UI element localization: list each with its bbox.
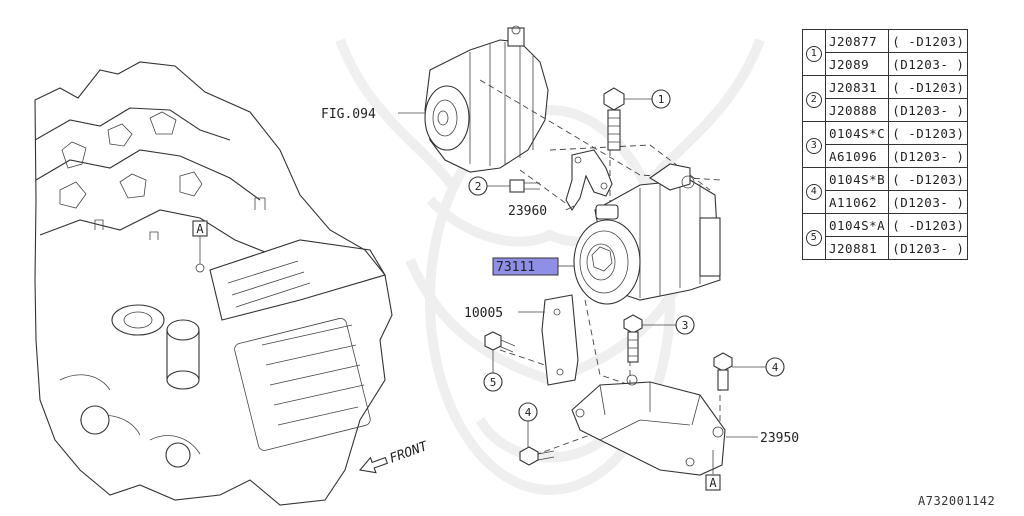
svg-text:23960: 23960	[508, 204, 547, 219]
bolt-4-lower: 4	[518, 402, 555, 466]
svg-text:4: 4	[772, 361, 779, 374]
part-number-cell: 0104S*A	[824, 213, 890, 237]
svg-text:3: 3	[682, 319, 689, 332]
svg-text:FIG.094: FIG.094	[321, 107, 376, 122]
part-number-cell: 0104S*C	[824, 121, 890, 145]
bolt-3: 3	[623, 314, 695, 363]
index-number-badge: 4	[806, 183, 822, 200]
parts-table-row: J20888(D1203- )	[803, 98, 969, 122]
bolt-4-right: 4	[713, 352, 785, 391]
applicability-range-cell: ( -D1203)	[888, 167, 969, 191]
svg-text:4: 4	[525, 406, 532, 419]
parts-table-row: J2089(D1203- )	[803, 52, 969, 76]
svg-text:A: A	[709, 476, 717, 490]
part-number-cell: J20831	[824, 75, 890, 99]
part-number-cell: J20888	[824, 98, 890, 122]
applicability-range-cell: (D1203- )	[888, 52, 969, 76]
part-number-cell: A61096	[824, 144, 890, 168]
applicability-range-cell: ( -D1203)	[888, 75, 969, 99]
part-number-cell: J2089	[824, 52, 890, 76]
front-arrow: FRONT	[358, 439, 431, 474]
applicability-range-cell: ( -D1203)	[888, 29, 969, 53]
callout-73111: 73111	[492, 257, 574, 276]
parts-table-row: A11062(D1203- )	[803, 190, 969, 214]
index-number-badge: 5	[806, 229, 822, 246]
ac-compressor	[573, 163, 721, 305]
applicability-range-cell: ( -D1203)	[888, 213, 969, 237]
parts-table-index-cell: 3	[802, 121, 826, 168]
parts-table-row: A61096(D1203- )	[803, 144, 969, 168]
parts-table-index-cell: 4	[802, 167, 826, 214]
bracket-23950: 23950	[571, 374, 799, 476]
index-number-badge: 1	[806, 45, 822, 62]
svg-text:2: 2	[475, 180, 482, 193]
parts-table-row: J20881(D1203- )	[803, 236, 969, 260]
svg-text:73111: 73111	[496, 260, 535, 275]
svg-text:1: 1	[658, 93, 665, 106]
index-number-badge: 2	[806, 91, 822, 108]
engine-block	[34, 61, 393, 506]
applicability-range-cell: (D1203- )	[888, 236, 969, 260]
svg-text:A: A	[196, 222, 204, 236]
svg-text:FRONT: FRONT	[388, 439, 431, 467]
callout-fig-094: FIG.094	[321, 107, 425, 122]
applicability-range-cell: (D1203- )	[888, 190, 969, 214]
applicability-range-cell: (D1203- )	[888, 144, 969, 168]
svg-text:5: 5	[490, 376, 497, 389]
svg-text:10005: 10005	[464, 306, 503, 321]
part-number-cell: J20881	[824, 236, 890, 260]
part-number-cell: J20877	[824, 29, 890, 53]
parts-table-index-cell: 5	[802, 213, 826, 260]
parts-table-index-cell: 1	[802, 29, 826, 76]
index-number-badge: 3	[806, 137, 822, 154]
bolt-1: 1	[603, 87, 671, 151]
diagram-reference-code: A732001142	[918, 494, 996, 508]
applicability-range-cell: ( -D1203)	[888, 121, 969, 145]
bracket-23960: 23960	[508, 149, 613, 219]
parts-table-index-cell: 2	[802, 75, 826, 122]
svg-text:23950: 23950	[760, 431, 799, 446]
ref-marker-a-top: A	[192, 220, 208, 264]
plate-10005: 10005	[464, 294, 579, 386]
part-number-cell: A11062	[824, 190, 890, 214]
alternator	[424, 25, 549, 173]
part-number-cell: 0104S*B	[824, 167, 890, 191]
bolt-5: 5	[483, 331, 516, 392]
highlight-box	[492, 257, 559, 276]
bolt-2: 2	[468, 176, 540, 196]
ref-marker-a-bottom: A	[705, 450, 721, 491]
applicability-range-cell: (D1203- )	[888, 98, 969, 122]
